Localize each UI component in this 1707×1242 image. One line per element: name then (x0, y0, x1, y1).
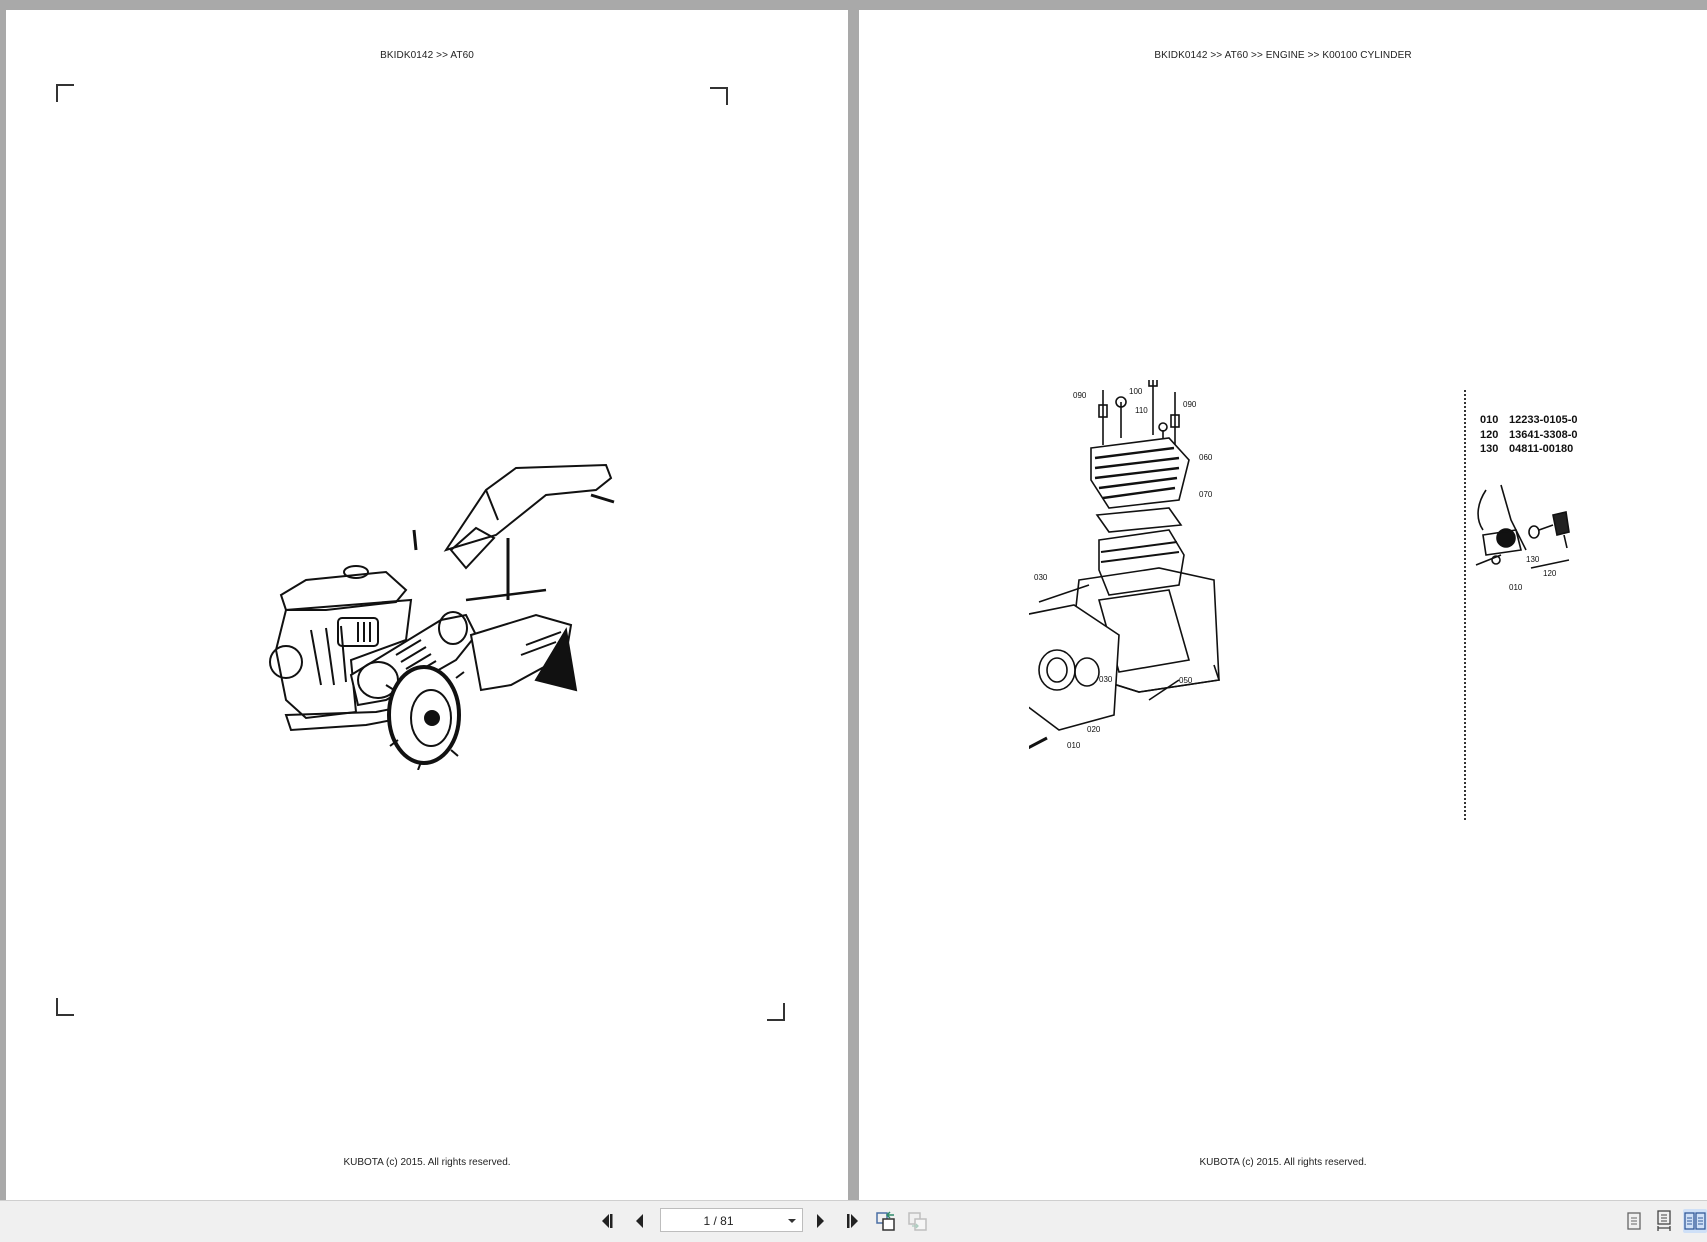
page-footer: KUBOTA (c) 2015. All rights reserved. (1199, 1157, 1367, 1168)
page-header: BKIDK0142 >> AT60 (380, 50, 474, 61)
page-indicator: 1 / 81 (703, 1214, 734, 1228)
previous-view-button[interactable] (874, 1209, 898, 1233)
parts-table: 010 12233-0105-0 120 13641-3308-0 130 04811… (1480, 413, 1578, 457)
part-number: 04811-00180 (1509, 443, 1574, 455)
svg-text:090: 090 (1073, 391, 1087, 400)
ref-number: 010 (1480, 414, 1499, 426)
engine-cylinder-diagram: 080 090 100 090 110 060 070 030 120 130 … (1029, 380, 1221, 750)
first-page-button[interactable] (597, 1209, 621, 1233)
next-page-icon (817, 1214, 824, 1228)
svg-text:010: 010 (1067, 741, 1081, 750)
single-page-view-button[interactable] (1622, 1209, 1646, 1233)
next-page-button[interactable] (809, 1209, 833, 1233)
svg-text:100: 100 (1129, 387, 1143, 396)
svg-text:110: 110 (1135, 406, 1148, 415)
svg-text:050: 050 (1179, 676, 1193, 685)
previous-page-icon (636, 1214, 643, 1228)
detail-inset-diagram: 130 120 010 (1475, 484, 1570, 592)
crop-mark-bottom-right (767, 1003, 785, 1021)
svg-text:120: 120 (1543, 569, 1557, 578)
continuous-view-icon (1657, 1210, 1671, 1231)
page-right: BKIDK0142 >> AT60 >> ENGINE >> K00100 CY… (859, 10, 1707, 1200)
svg-text:010: 010 (1509, 583, 1523, 592)
svg-text:030: 030 (1034, 573, 1048, 582)
last-page-icon (847, 1214, 858, 1228)
continuous-view-button[interactable] (1652, 1209, 1676, 1233)
tiller-illustration (269, 463, 615, 770)
ref-number: 130 (1480, 443, 1499, 455)
document-viewer[interactable]: BKIDK0142 >> AT60 (0, 0, 1707, 1200)
page-number-selector[interactable]: 1 / 81 (660, 1208, 803, 1232)
ref-number: 120 (1480, 428, 1499, 441)
page-header: BKIDK0142 >> AT60 >> ENGINE >> K00100 CY… (1154, 50, 1412, 61)
parts-row: 010 12233-0105-0 (1480, 413, 1578, 428)
svg-text:030: 030 (1099, 675, 1113, 684)
section-divider (1464, 390, 1466, 820)
next-view-icon (908, 1212, 927, 1231)
next-view-button[interactable] (906, 1209, 930, 1233)
svg-text:070: 070 (1199, 490, 1213, 499)
previous-page-button[interactable] (627, 1209, 651, 1233)
crop-mark-top-right (710, 87, 728, 105)
parts-row: 120 13641-3308-0 (1480, 428, 1578, 443)
svg-text:130: 130 (1526, 555, 1540, 564)
svg-text:090: 090 (1183, 400, 1197, 409)
single-page-view-icon (1627, 1212, 1641, 1230)
first-page-icon (602, 1214, 613, 1228)
svg-text:020: 020 (1087, 725, 1101, 734)
crop-mark-bottom-left (56, 998, 74, 1016)
part-number: 12233-0105-0 (1509, 414, 1578, 426)
page-left: BKIDK0142 >> AT60 (6, 10, 848, 1200)
two-page-view-button[interactable] (1683, 1209, 1707, 1233)
navigation-toolbar: 1 / 81 (0, 1200, 1707, 1242)
last-page-button[interactable] (840, 1209, 864, 1233)
parts-row: 130 04811-00180 (1480, 442, 1578, 457)
previous-view-icon (876, 1211, 895, 1231)
crop-mark-top-left (56, 84, 74, 102)
page-footer: KUBOTA (c) 2015. All rights reserved. (343, 1157, 511, 1168)
svg-text:060: 060 (1199, 453, 1213, 462)
part-number: 13641-3308-0 (1509, 428, 1578, 441)
chevron-down-icon (788, 1219, 796, 1223)
two-page-view-icon (1684, 1212, 1706, 1230)
